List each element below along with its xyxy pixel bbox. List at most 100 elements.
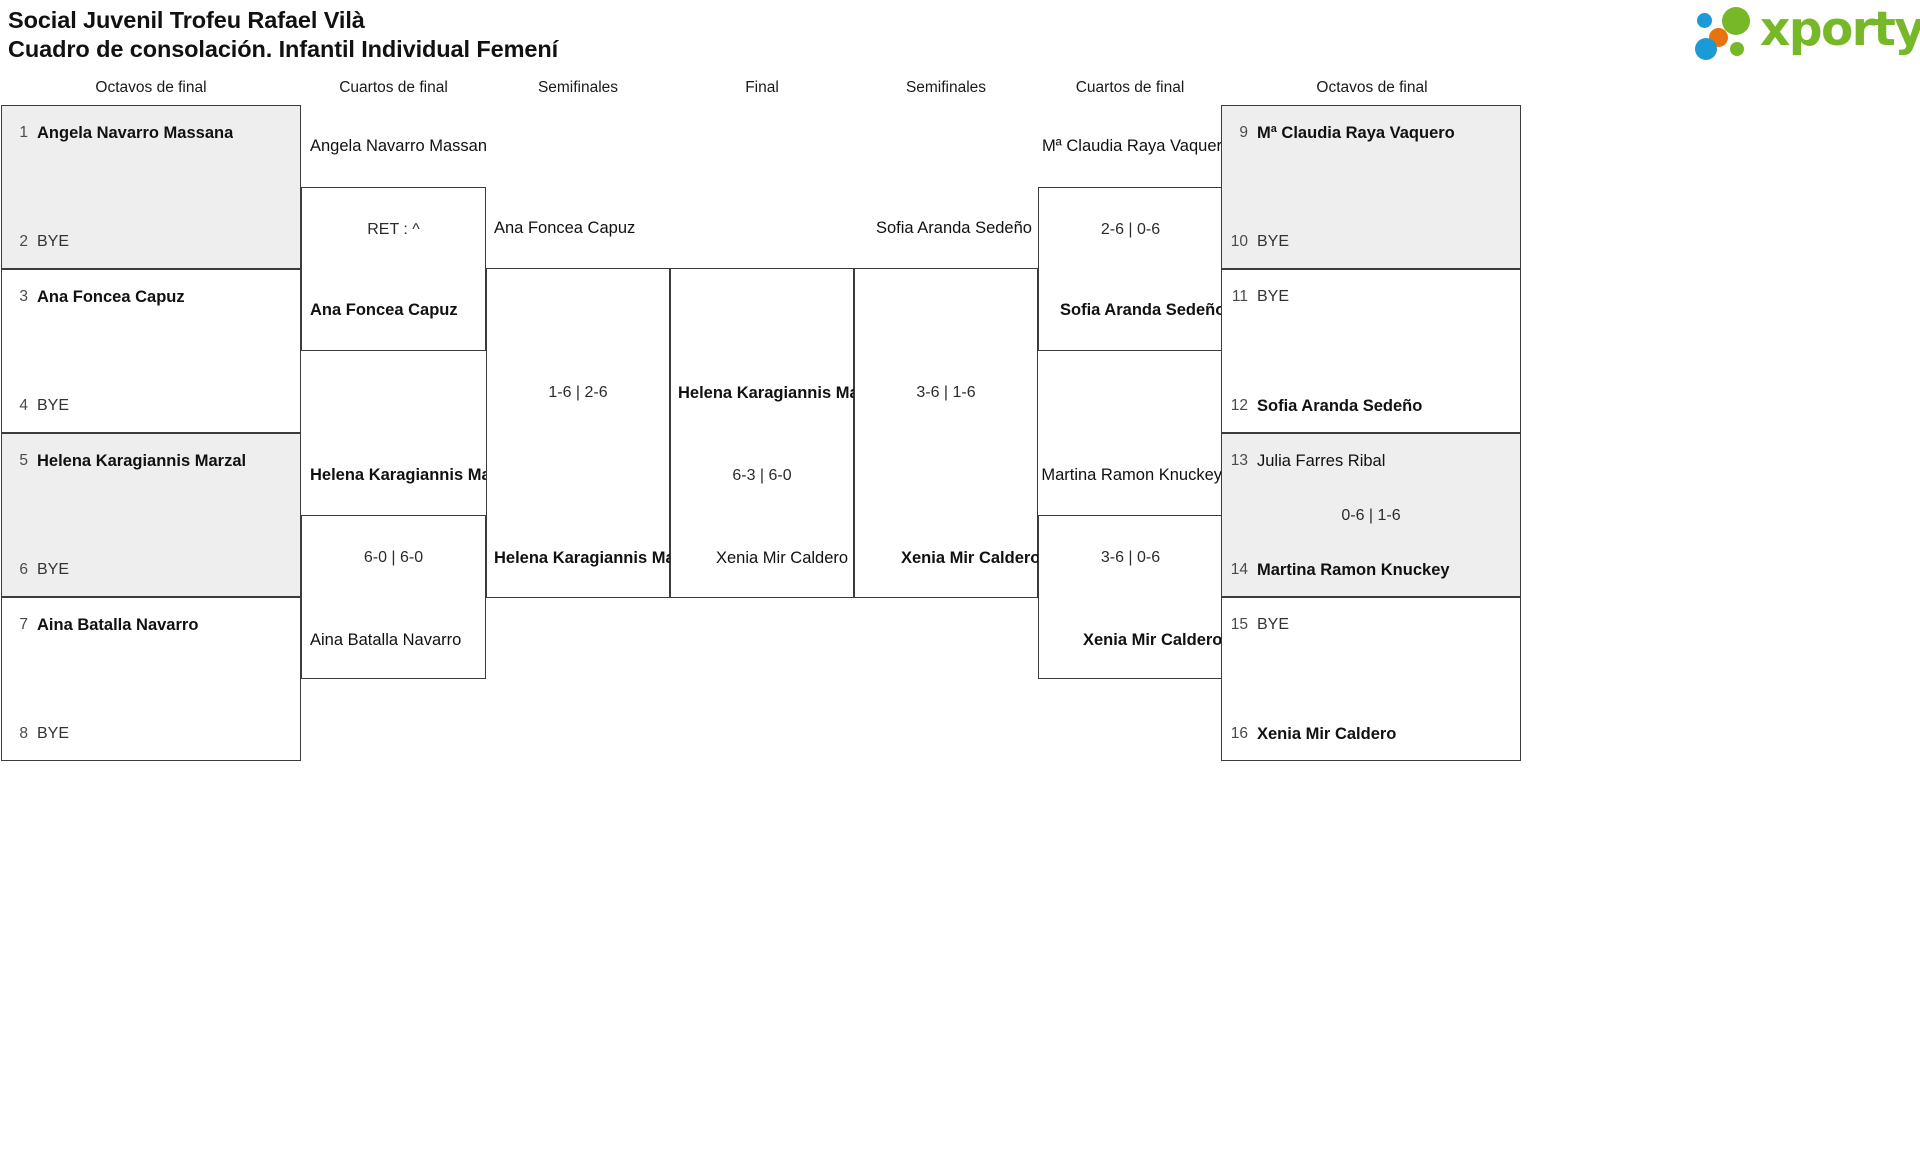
round-header-semifinal-right: Semifinales	[905, 79, 987, 96]
seed-number: 9	[1239, 124, 1248, 141]
round-header-cuartos-right: Cuartos de final	[1075, 79, 1185, 96]
match-score: 2-6 | 0-6	[1100, 221, 1161, 238]
left-cuartos-match-2[interactable]: 6-0 | 6-0	[301, 515, 486, 679]
logo-dot-blue-small	[1697, 13, 1712, 28]
right-cuartos-match-2[interactable]: 3-6 | 0-6	[1038, 515, 1223, 679]
left-cuartos-match-1[interactable]: RET : ^	[301, 187, 486, 351]
slot-bottom: 6 BYE	[2, 558, 300, 582]
match-score: 6-3 | 6-0	[732, 467, 792, 484]
slot-top: 7 Aina Batalla Navarro	[2, 613, 300, 637]
slot-top: 11 BYE	[1222, 285, 1520, 309]
slot-bottom: 12 Sofia Aranda Sedeño	[1222, 394, 1520, 418]
final-match[interactable]: 6-3 | 6-0	[670, 268, 854, 598]
left-cuartos-1-top-name: Angela Navarro Massana	[310, 137, 487, 155]
seed-number: 4	[19, 397, 28, 414]
player-name: BYE	[37, 397, 70, 414]
left-cuartos-2-bottom-name: Aina Batalla Navarro	[310, 631, 462, 649]
player-name: Xenia Mir Caldero	[1257, 724, 1397, 743]
slot-bottom: 16 Xenia Mir Caldero	[1222, 722, 1520, 746]
slot-top: 15 BYE	[1222, 613, 1520, 637]
seed-number: 2	[19, 233, 28, 250]
title-line-2: Cuadro de consolación. Infantil Individu…	[8, 36, 559, 62]
slot-top: 5 Helena Karagiannis Marzal	[2, 449, 300, 473]
final-top-name: Helena Karagiannis Mar	[678, 384, 854, 402]
match-score: 3-6 | 1-6	[916, 384, 976, 401]
slot-bottom: 8 BYE	[2, 722, 300, 746]
right-cuartos-1-bottom-name: Sofia Aranda Sedeño	[1060, 301, 1226, 319]
slot-top: 1 Angela Navarro Massana	[2, 121, 300, 145]
seed-number: 5	[19, 452, 28, 469]
round-header-final: Final	[745, 79, 779, 96]
right-octavos-match-2[interactable]: 11 BYE 12 Sofia Aranda Sedeño	[1221, 269, 1521, 433]
logo-dot-green-small	[1730, 42, 1744, 56]
match-score: 1-6 | 2-6	[548, 384, 608, 401]
player-name: Helena Karagiannis Marzal	[37, 451, 247, 470]
player-name: BYE	[1257, 288, 1290, 305]
seed-number: 16	[1230, 725, 1248, 742]
seed-number: 11	[1231, 288, 1248, 305]
player-name: BYE	[1257, 616, 1290, 633]
seed-number: 10	[1230, 233, 1248, 250]
right-octavos-match-3[interactable]: 13 Julia Farres Ribal 0-6 | 1-6 14 Marti…	[1221, 433, 1521, 597]
player-name: BYE	[37, 725, 70, 742]
left-cuartos-1-bottom-name: Ana Foncea Capuz	[310, 301, 458, 319]
player-name: Julia Farres Ribal	[1257, 451, 1386, 470]
player-name: BYE	[37, 561, 70, 578]
player-name: Aina Batalla Navarro	[37, 615, 199, 634]
right-cuartos-2-bottom-name: Xenia Mir Caldero	[1083, 631, 1223, 649]
seed-number: 14	[1230, 561, 1248, 578]
right-octavos-match-4[interactable]: 15 BYE 16 Xenia Mir Caldero	[1221, 597, 1521, 761]
left-octavos-match-4[interactable]: 7 Aina Batalla Navarro 8 BYE	[1, 597, 301, 761]
logo-dot-green-large	[1722, 7, 1750, 35]
right-cuartos-1-top-name: Mª Claudia Raya Vaquer	[1041, 137, 1222, 155]
logo-dot-blue-large	[1695, 38, 1717, 60]
page-title: Social Juvenil Trofeu Rafael Vilà Cuadro…	[8, 2, 1308, 64]
seed-number: 1	[19, 124, 28, 141]
round-header-cuartos-left: Cuartos de final	[339, 79, 448, 96]
player-name: Angela Navarro Massana	[37, 123, 234, 142]
seed-number: 15	[1230, 616, 1248, 633]
round-header-octavos-right: Octavos de final	[1316, 79, 1428, 96]
player-name: BYE	[37, 233, 70, 250]
player-name: Ana Foncea Capuz	[37, 287, 185, 306]
right-semifinal-match[interactable]: 3-6 | 1-6	[854, 268, 1038, 598]
slot-top: 13 Julia Farres Ribal	[1222, 449, 1520, 473]
slot-top: 3 Ana Foncea Capuz	[2, 285, 300, 309]
right-cuartos-match-1[interactable]: 2-6 | 0-6	[1038, 187, 1223, 351]
round-header-semifinal-left: Semifinales	[537, 79, 619, 96]
page-header: Social Juvenil Trofeu Rafael Vilà Cuadro…	[0, 0, 1920, 78]
left-octavos-match-3[interactable]: 5 Helena Karagiannis Marzal 6 BYE	[1, 433, 301, 597]
player-name: BYE	[1257, 233, 1290, 250]
title-line-1: Social Juvenil Trofeu Rafael Vilà	[8, 7, 365, 33]
left-cuartos-2-top-name: Helena Karagiannis Mar	[310, 466, 487, 484]
seed-number: 3	[19, 288, 28, 305]
xporty-logo[interactable]: xporty	[1695, 4, 1920, 60]
right-semifinal-bottom-name: Xenia Mir Caldero	[901, 549, 1041, 567]
seed-number: 8	[19, 725, 28, 742]
right-semifinal-top-name: Sofia Aranda Sedeño	[876, 219, 1032, 237]
match-score: 6-0 | 6-0	[363, 549, 424, 566]
final-bottom-name: Xenia Mir Caldero	[716, 549, 849, 567]
slot-top: 9 Mª Claudia Raya Vaquero	[1222, 121, 1520, 145]
player-name: Martina Ramon Knuckey	[1257, 560, 1450, 579]
right-cuartos-2-top-name: Martina Ramon Knuckey	[1041, 466, 1222, 484]
player-name: Mª Claudia Raya Vaquero	[1257, 123, 1455, 142]
player-name: Sofia Aranda Sedeño	[1257, 396, 1423, 415]
slot-bottom: 10 BYE	[1222, 230, 1520, 254]
match-score: 3-6 | 0-6	[1100, 549, 1161, 566]
seed-number: 7	[19, 616, 28, 633]
logo-wordmark: xporty	[1760, 2, 1920, 57]
round-header-octavos-left: Octavos de final	[95, 79, 207, 96]
match-score: RET : ^	[367, 221, 420, 238]
seed-number: 12	[1230, 397, 1248, 414]
left-semifinal-match[interactable]: 1-6 | 2-6	[486, 268, 670, 598]
seed-number: 6	[19, 561, 28, 578]
slot-bottom: 14 Martina Ramon Knuckey	[1222, 558, 1520, 582]
left-octavos-match-1[interactable]: 1 Angela Navarro Massana 2 BYE	[1, 105, 301, 269]
left-semifinal-top-name: Ana Foncea Capuz	[494, 219, 636, 237]
left-octavos-match-2[interactable]: 3 Ana Foncea Capuz 4 BYE	[1, 269, 301, 433]
slot-bottom: 2 BYE	[2, 230, 300, 254]
right-octavos-match-1[interactable]: 9 Mª Claudia Raya Vaquero 10 BYE	[1221, 105, 1521, 269]
left-semifinal-bottom-name: Helena Karagiannis Mar	[494, 549, 670, 567]
